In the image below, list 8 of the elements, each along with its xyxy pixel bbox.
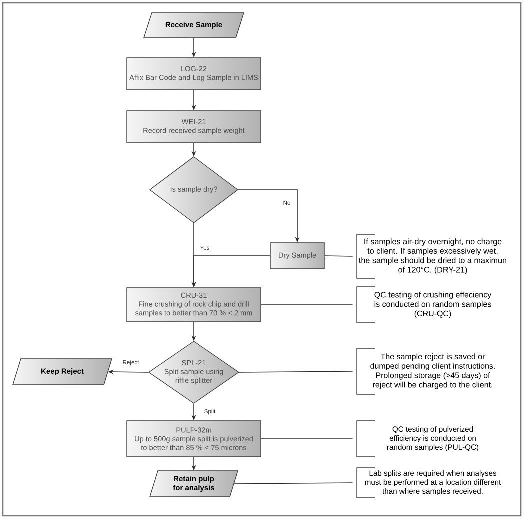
connector-line: [234, 482, 354, 484]
connector-line: [324, 256, 354, 257]
annotation-note: The sample reject is saved or dumped pending client instructions. Prolonged storage (>45 days) of reject will be charged to the client.: [356, 348, 495, 395]
connector-line: [260, 438, 354, 440]
annotation-note: If samples air-dry overnight, no charge to client. If samples excessively wet, the sample should be dried to a maximun of 120°C. (DRY-21): [356, 234, 506, 279]
annotation-note: QC testing of crushing effeciency is conducted on random samples (CRU-QC): [356, 286, 492, 324]
connector-line: [238, 371, 354, 373]
connector-line: [260, 304, 354, 306]
